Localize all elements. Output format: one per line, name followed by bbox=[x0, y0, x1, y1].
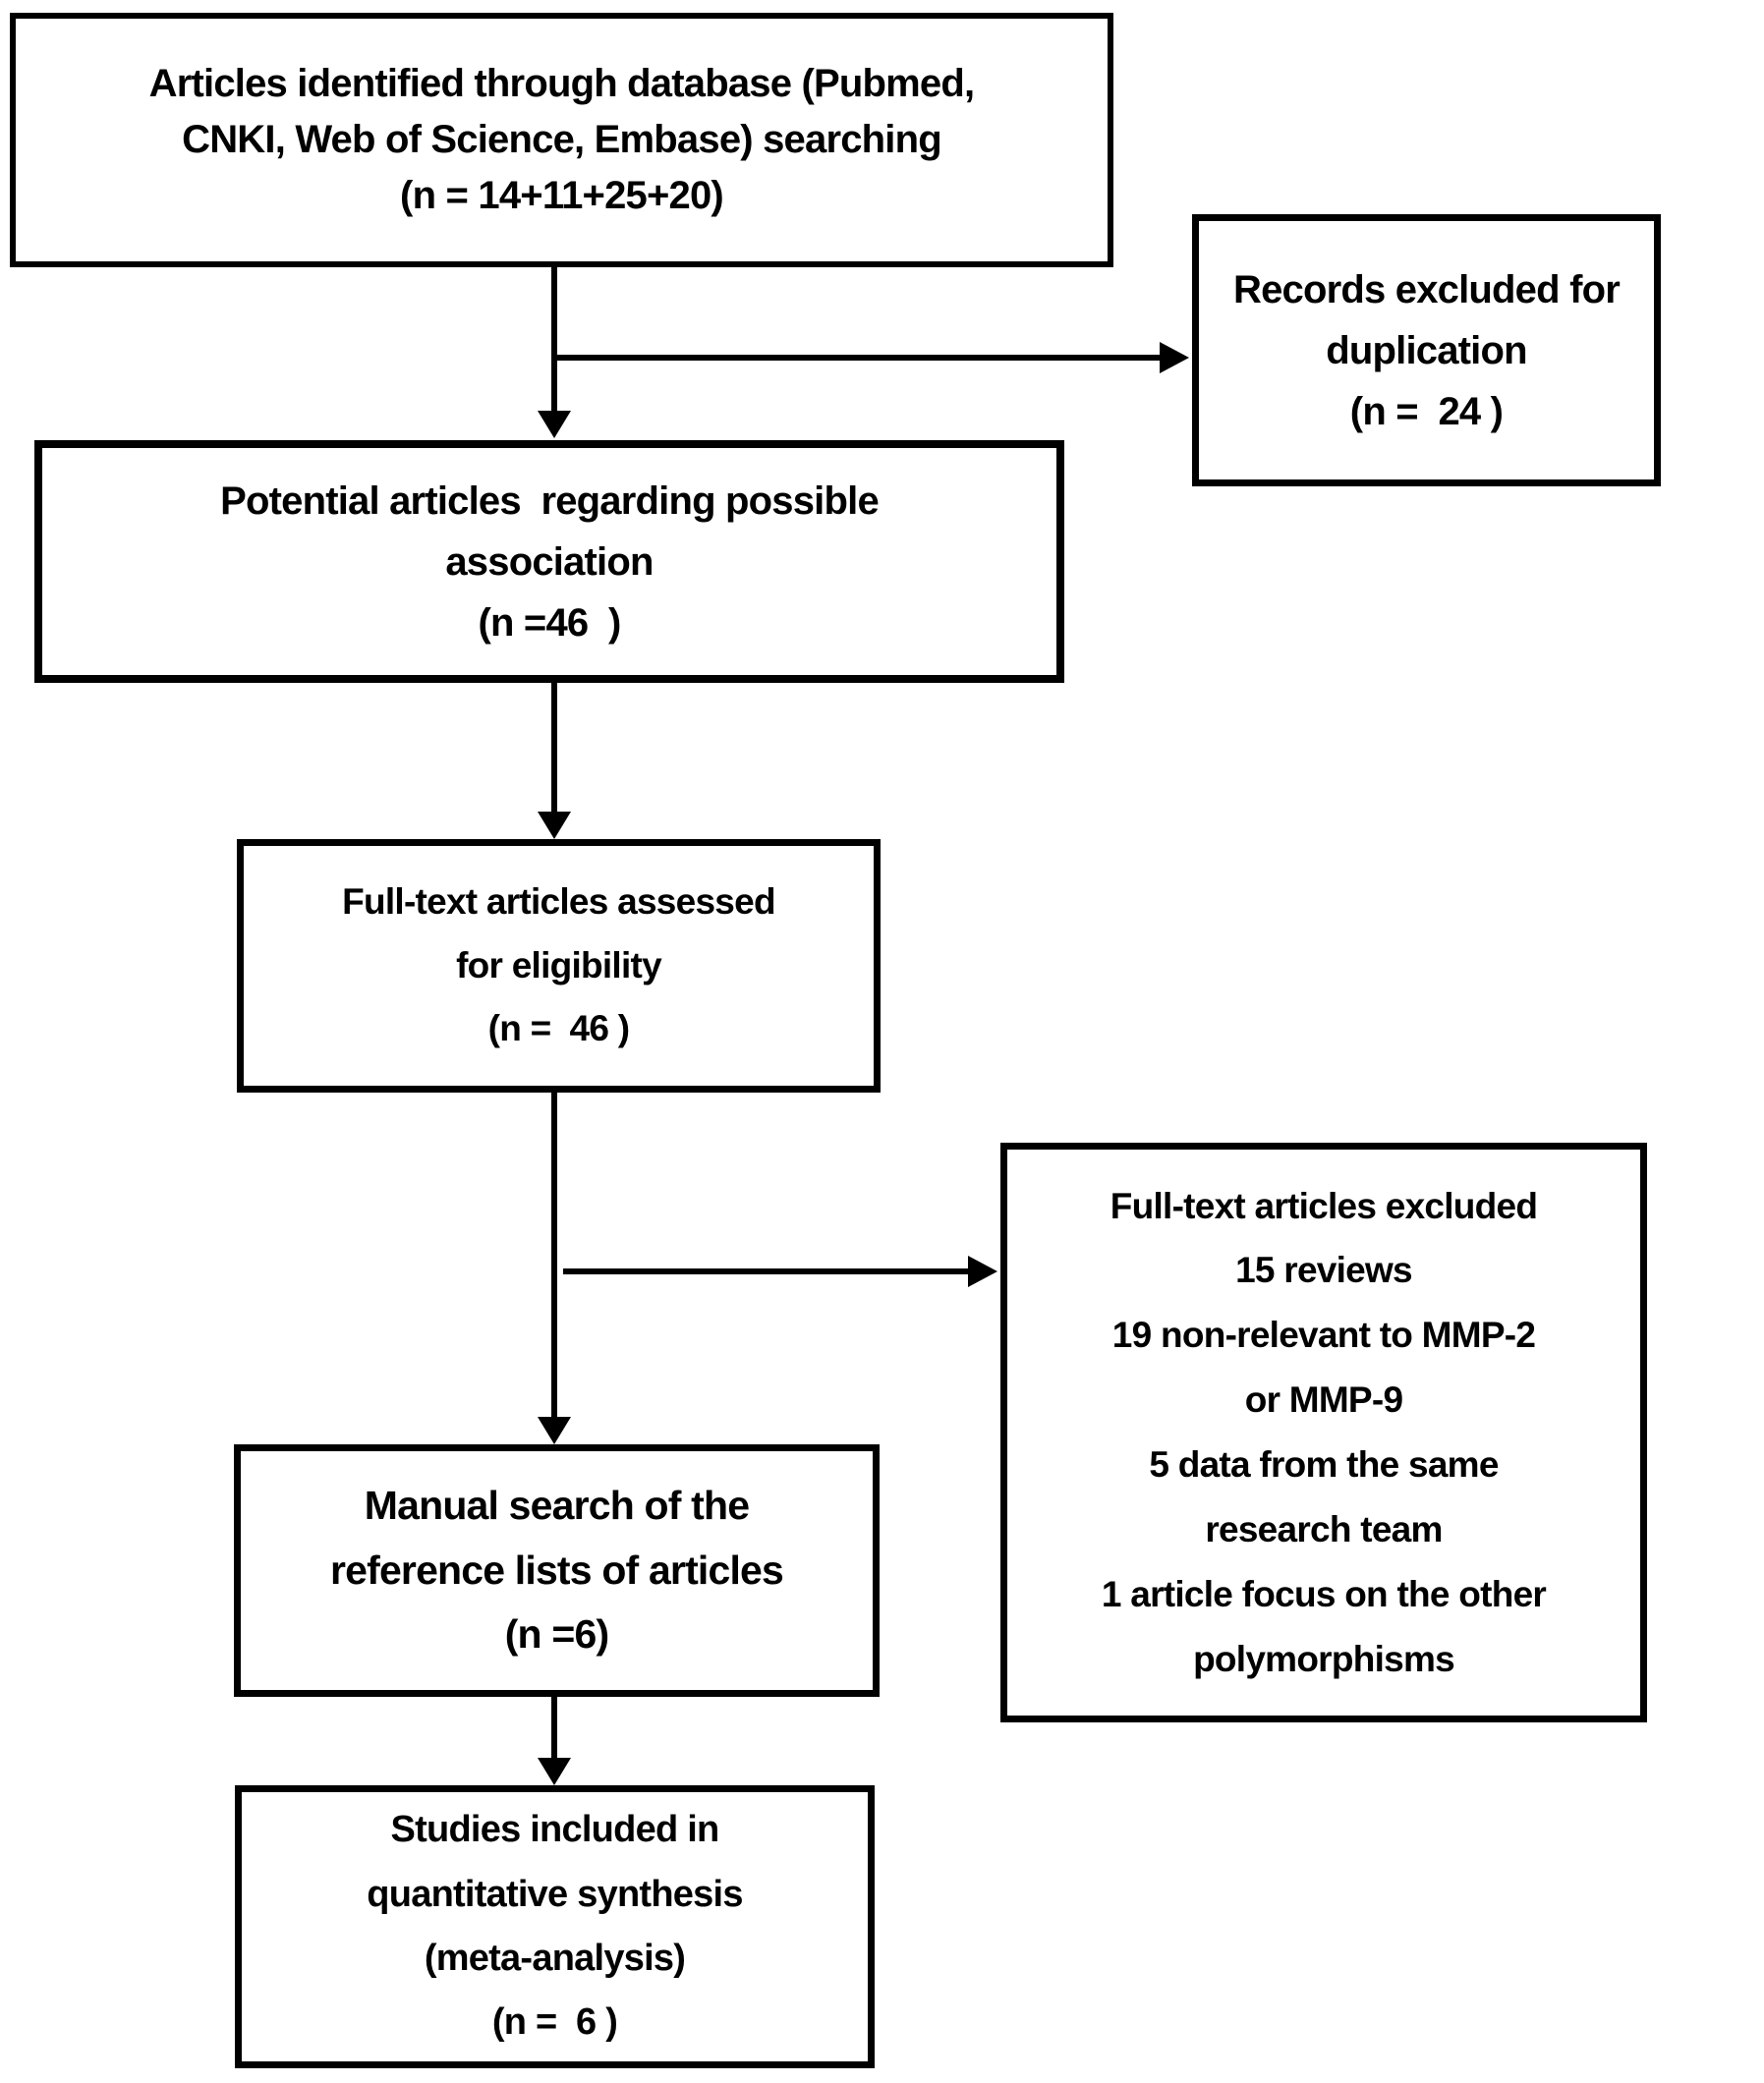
arrow-to-fulltext-excluded-head bbox=[968, 1256, 997, 1287]
box-fulltext-assessed-line: Full-text articles assessed bbox=[342, 880, 775, 922]
box-studies-included-count: (n = 6 ) bbox=[491, 2001, 618, 2044]
arrow-identification-to-potential-head bbox=[538, 411, 571, 438]
box-studies-included-line: Studies included in bbox=[390, 1809, 720, 1851]
arrow-potential-to-eligibility-head bbox=[538, 812, 571, 839]
box-articles-identified-line: CNKI, Web of Science, Embase) searching bbox=[182, 118, 942, 162]
box-manual-search-line: Manual search of the bbox=[364, 1483, 750, 1529]
arrow-to-duplication-head bbox=[1160, 342, 1189, 373]
box-fulltext-excluded-reason: 5 data from the same bbox=[1149, 1444, 1499, 1485]
arrow-identification-to-potential-line bbox=[551, 267, 557, 411]
box-fulltext-assessed-line: for eligibility bbox=[456, 944, 662, 985]
box-studies-included-line: (meta-analysis) bbox=[424, 1938, 686, 1979]
box-records-excluded-duplication-line: Records excluded for bbox=[1232, 267, 1621, 311]
box-manual-search-line: reference lists of articles bbox=[330, 1547, 784, 1593]
arrow-manual-to-included-line bbox=[551, 1697, 557, 1758]
arrow-potential-to-eligibility-line bbox=[551, 683, 557, 812]
box-fulltext-excluded-title: Full-text articles excluded bbox=[1110, 1185, 1538, 1226]
box-fulltext-excluded-reason: or MMP-9 bbox=[1244, 1379, 1403, 1421]
box-records-excluded-duplication-count: (n = 24 ) bbox=[1349, 389, 1504, 433]
box-manual-search: Manual search of the reference lists of … bbox=[234, 1444, 880, 1697]
arrow-eligibility-to-manual-head bbox=[538, 1417, 571, 1444]
box-fulltext-assessed: Full-text articles assessed for eligibil… bbox=[237, 839, 881, 1093]
box-fulltext-excluded-reason: research team bbox=[1205, 1508, 1443, 1549]
box-fulltext-excluded-reason: 1 article focus on the other bbox=[1101, 1573, 1547, 1614]
box-fulltext-excluded: Full-text articles excluded 15 reviews 1… bbox=[1000, 1143, 1647, 1722]
box-fulltext-excluded-reason: 15 reviews bbox=[1235, 1250, 1413, 1291]
box-records-excluded-duplication: Records excluded for duplication (n = 24… bbox=[1192, 214, 1661, 486]
box-fulltext-assessed-count: (n = 46 ) bbox=[487, 1008, 630, 1049]
box-manual-search-count: (n =6) bbox=[504, 1611, 609, 1658]
box-potential-articles-line: Potential articles regarding possible bbox=[220, 479, 880, 523]
box-fulltext-excluded-reason: polymorphisms bbox=[1193, 1638, 1455, 1679]
arrow-manual-to-included-head bbox=[538, 1758, 571, 1785]
box-potential-articles-count: (n =46 ) bbox=[478, 600, 621, 645]
box-articles-identified: Articles identified through database (Pu… bbox=[10, 13, 1113, 267]
box-studies-included: Studies included in quantitative synthes… bbox=[235, 1785, 875, 2068]
arrow-to-duplication-line bbox=[557, 355, 1163, 361]
box-potential-articles-line: association bbox=[445, 539, 654, 584]
box-fulltext-excluded-reason: 19 non-relevant to MMP-2 bbox=[1111, 1315, 1536, 1356]
box-records-excluded-duplication-line: duplication bbox=[1326, 328, 1527, 372]
box-potential-articles: Potential articles regarding possible as… bbox=[34, 440, 1064, 683]
box-articles-identified-count: (n = 14+11+25+20) bbox=[400, 173, 724, 217]
box-studies-included-line: quantitative synthesis bbox=[367, 1873, 743, 1915]
arrow-to-fulltext-excluded-line bbox=[563, 1268, 968, 1274]
arrow-eligibility-to-manual-line bbox=[551, 1093, 557, 1417]
box-articles-identified-line: Articles identified through database (Pu… bbox=[148, 62, 975, 106]
